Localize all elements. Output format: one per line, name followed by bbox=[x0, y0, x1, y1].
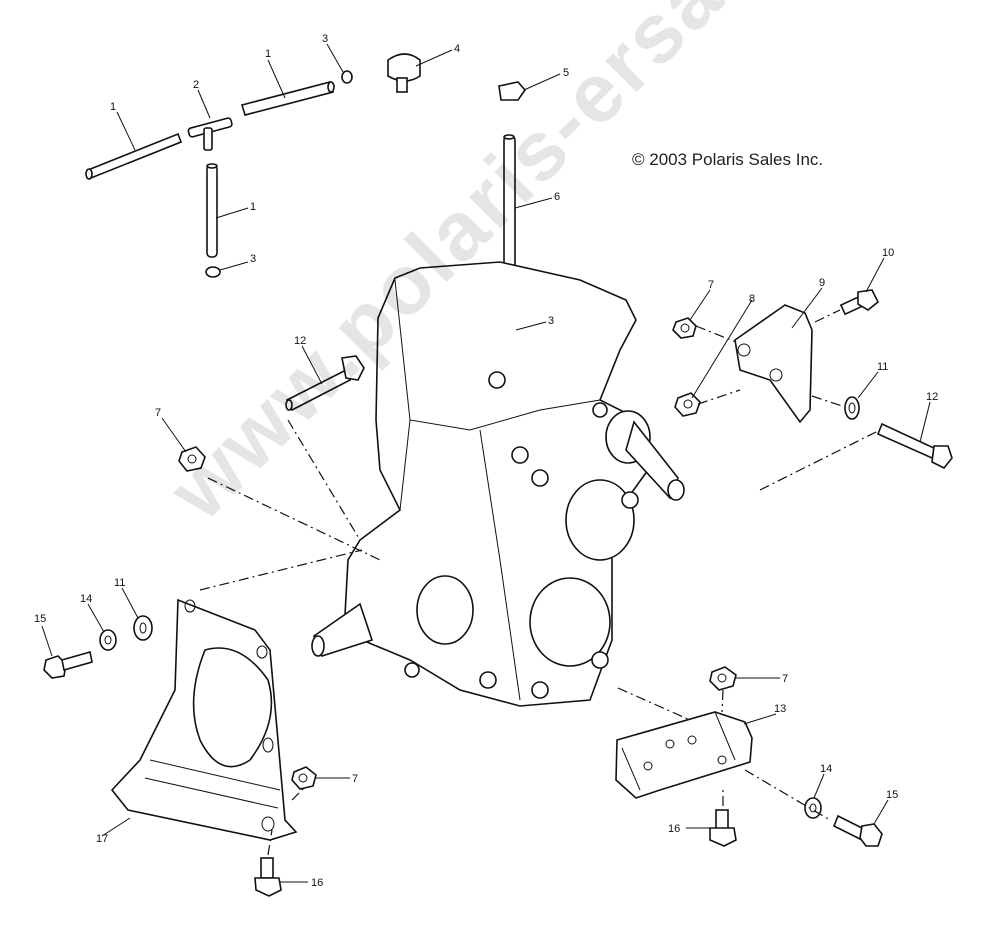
hose-1-left bbox=[85, 132, 183, 180]
nut-7-lower-right bbox=[709, 666, 737, 691]
callout-14-b: 14 bbox=[820, 763, 832, 775]
bolt-15-right bbox=[832, 814, 883, 847]
bolt-12-left bbox=[285, 355, 365, 412]
clip-4 bbox=[387, 53, 421, 93]
bracket-13 bbox=[615, 711, 753, 799]
clamp-3-top bbox=[341, 70, 353, 84]
callout-12-a: 12 bbox=[294, 335, 306, 347]
callout-labels: 1 1 1 1 2 3 3 3 4 5 6 7 7 7 7 8 9 10 11 … bbox=[34, 33, 938, 889]
callout-2: 2 bbox=[193, 79, 199, 91]
callout-10: 10 bbox=[882, 247, 894, 259]
callout-4: 4 bbox=[454, 43, 460, 55]
callout-1-c: 1 bbox=[250, 201, 256, 213]
bracket-9 bbox=[734, 304, 813, 424]
cap-5 bbox=[498, 81, 527, 101]
callout-5: 5 bbox=[563, 67, 569, 79]
callout-11-b: 11 bbox=[114, 577, 125, 589]
leader-lines bbox=[41, 43, 931, 883]
hose-1-top bbox=[240, 81, 335, 116]
callout-7-d: 7 bbox=[352, 773, 358, 785]
copyright-text: © 2003 Polaris Sales Inc. bbox=[632, 150, 824, 169]
washer-14-left bbox=[99, 629, 117, 651]
callout-7-c: 7 bbox=[782, 673, 788, 685]
callout-12-b: 12 bbox=[926, 391, 938, 403]
washer-11-left bbox=[133, 615, 153, 641]
washer-11-right bbox=[844, 396, 860, 420]
bolt-16-right bbox=[709, 809, 737, 847]
callout-14-a: 14 bbox=[80, 593, 92, 605]
bolt-15-left bbox=[43, 650, 93, 679]
transmission-housing bbox=[311, 261, 685, 707]
hose-1-vertical bbox=[206, 163, 218, 258]
bracket-17 bbox=[110, 598, 298, 841]
callout-3-b: 3 bbox=[250, 253, 256, 265]
callout-11-a: 11 bbox=[877, 361, 888, 373]
nut-7-lower-left bbox=[291, 766, 317, 790]
callout-13: 13 bbox=[774, 703, 786, 715]
callout-15-b: 15 bbox=[886, 789, 898, 801]
callout-17: 17 bbox=[96, 833, 108, 845]
nut-7-left bbox=[178, 446, 206, 472]
clamp-3-bottom bbox=[205, 266, 221, 278]
nut-7-upper bbox=[672, 317, 697, 339]
tee-fitting bbox=[187, 117, 233, 151]
callout-3-a: 3 bbox=[322, 33, 328, 45]
bolt-16-left bbox=[254, 857, 282, 897]
callout-16-b: 16 bbox=[311, 877, 323, 889]
callout-15-a: 15 bbox=[34, 613, 46, 625]
callout-16-a: 16 bbox=[668, 823, 680, 835]
callout-8: 8 bbox=[749, 293, 755, 305]
callout-9: 9 bbox=[819, 277, 825, 289]
callout-6: 6 bbox=[554, 191, 560, 203]
callout-1-a: 1 bbox=[110, 101, 116, 113]
callout-7-a: 7 bbox=[708, 279, 714, 291]
bolt-10 bbox=[839, 289, 880, 316]
callout-3-c: 3 bbox=[548, 315, 554, 327]
nut-8 bbox=[674, 392, 701, 417]
callout-7-b: 7 bbox=[155, 407, 161, 419]
assembly-lines bbox=[199, 309, 881, 856]
callout-1-b: 1 bbox=[265, 48, 271, 60]
bolt-12-right bbox=[876, 422, 953, 470]
washer-14-right bbox=[804, 797, 822, 819]
